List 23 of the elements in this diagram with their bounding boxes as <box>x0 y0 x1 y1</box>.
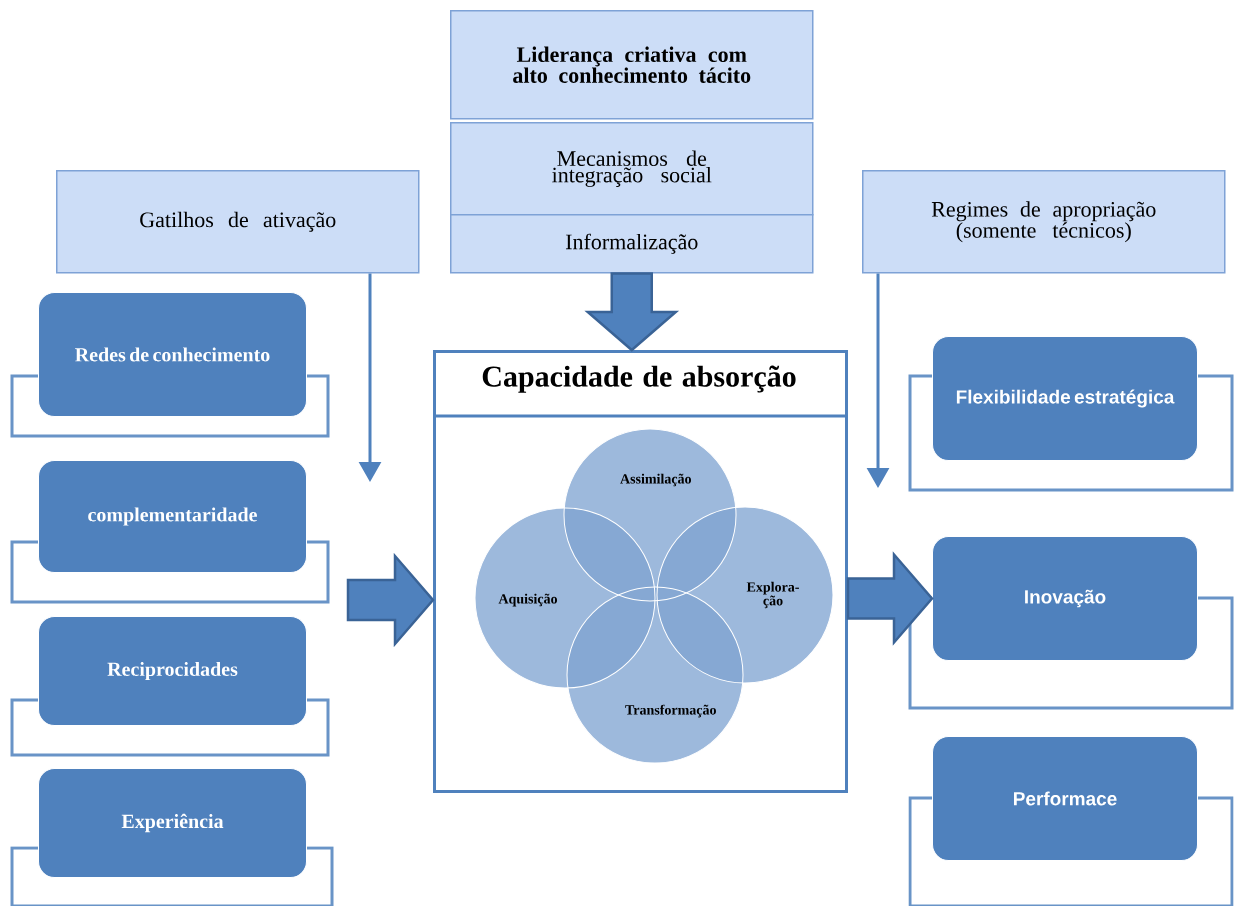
circle-label: Aquisição <box>498 593 558 607</box>
block-arrow <box>584 272 680 352</box>
circle-label: Assimilação <box>620 473 691 487</box>
circle <box>474 507 656 689</box>
circle-label: Transformação <box>625 704 716 718</box>
header-box: Gatilhos de ativação <box>56 170 420 274</box>
header-box: Liderança criativa com alto conhecimento tácito <box>450 10 814 120</box>
rounded-box: Redes de conhecimento <box>38 292 307 417</box>
header-box: Informalização <box>450 214 814 274</box>
rounded-box: Performace <box>932 736 1198 861</box>
header-box: Regimes de apropriação (somente técnicos) <box>862 170 1226 274</box>
block-arrow <box>346 552 435 648</box>
rounded-box: Reciprocidades <box>38 616 307 726</box>
rounded-box: Flexibilidade estratégica <box>932 336 1198 461</box>
rounded-box: Experiência <box>38 768 307 878</box>
rounded-box: Inovação <box>932 536 1198 661</box>
circle-label: Explora- ção <box>746 581 799 609</box>
rounded-box: complementaridade <box>38 460 307 573</box>
circle <box>566 586 744 764</box>
header-box: Mecanismos de integração social <box>450 122 814 216</box>
block-arrow <box>846 551 934 646</box>
circle <box>656 506 834 684</box>
circle <box>563 428 737 602</box>
